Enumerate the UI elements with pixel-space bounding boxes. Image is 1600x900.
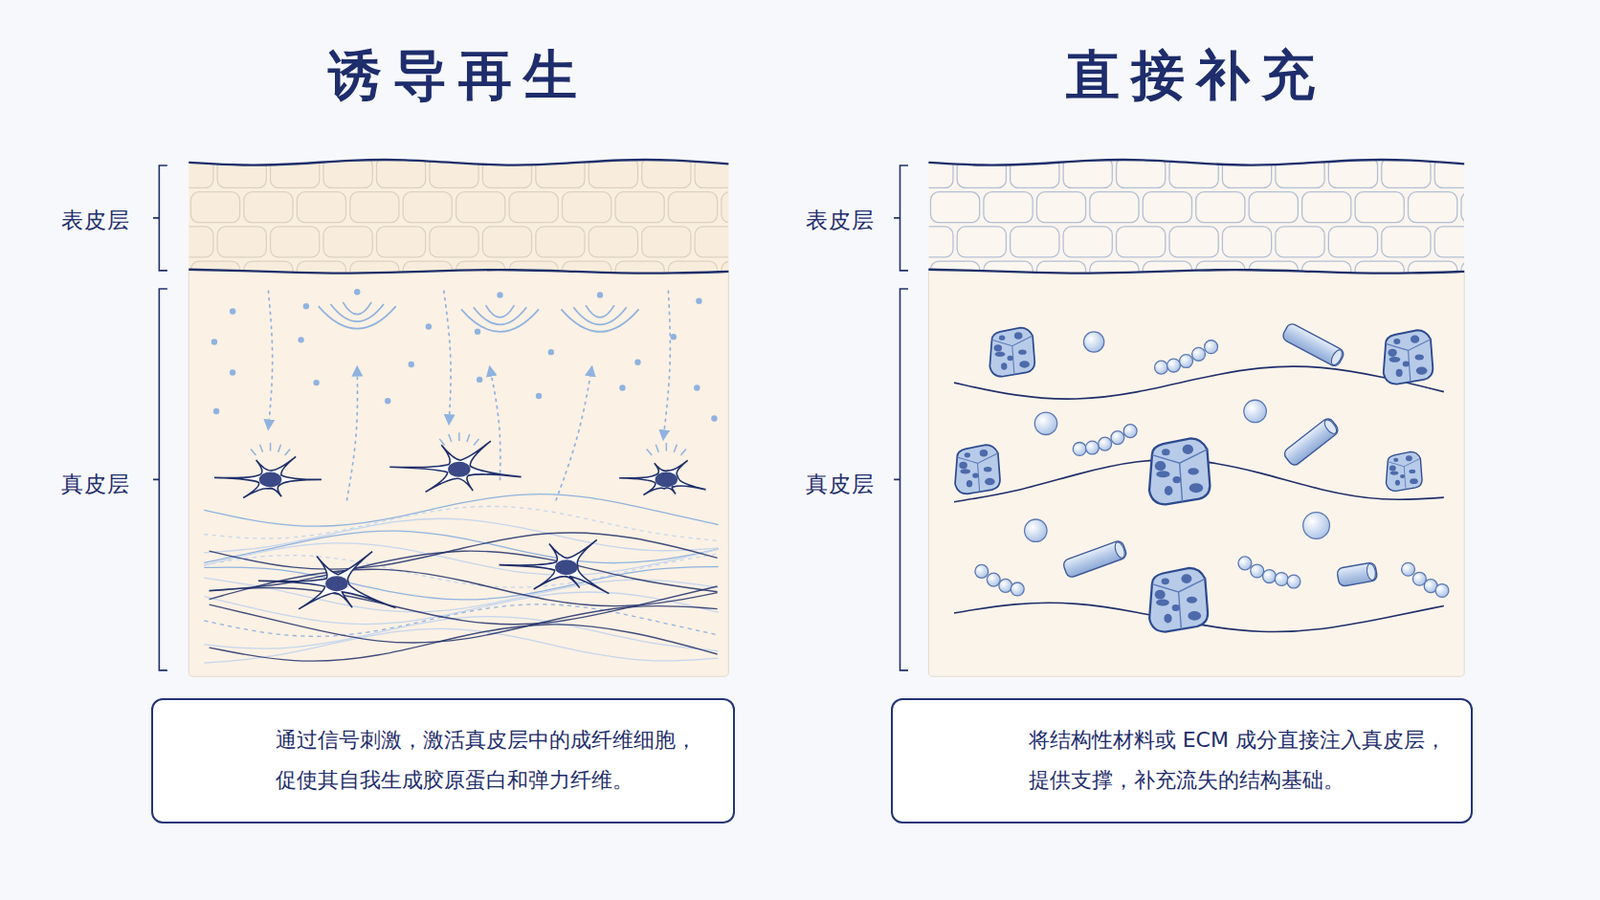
description-box: 通过信号刺激，激活真皮层中的成纤维细胞，促使其自我生成胶原蛋白和弹力纤维。 <box>151 698 735 823</box>
description-box: 将结构性材料或 ECM 成分直接注入真皮层，提供支撑，补充流失的结构基础。 <box>890 698 1473 823</box>
description-text: 通过信号刺激，激活真皮层中的成纤维细胞，促使其自我生成胶原蛋白和弹力纤维。 <box>275 720 709 801</box>
layer-label: 表皮层 <box>805 205 875 236</box>
layer-label: 真皮层 <box>61 469 131 500</box>
layer-label: 表皮层 <box>61 205 131 236</box>
illustration-panel: 诱导再生 <box>188 41 729 677</box>
layer-bracket <box>893 165 909 271</box>
layer-bracket <box>893 288 909 671</box>
layer-label: 真皮层 <box>805 469 875 500</box>
layer-bracket <box>153 165 168 271</box>
skin-section <box>164 156 824 677</box>
description-text: 将结构性材料或 ECM 成分直接注入真皮层，提供支撑，补充流失的结构基础。 <box>1028 720 1462 801</box>
layer-bracket <box>153 288 168 671</box>
skin-section <box>904 156 1564 677</box>
panel-heading: 诱导再生 <box>188 41 729 112</box>
panel-heading: 直接补充 <box>928 41 1465 112</box>
illustration-panel: 直接补充 <box>928 41 1465 677</box>
